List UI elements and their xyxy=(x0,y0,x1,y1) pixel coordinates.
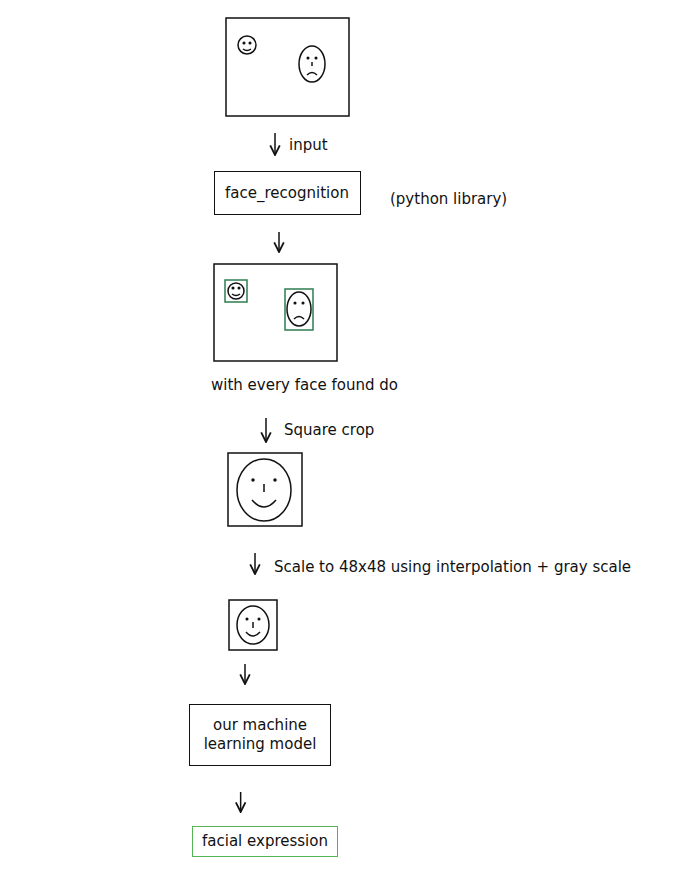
flow-arrow xyxy=(240,792,242,812)
step-label: Square crop xyxy=(282,421,376,439)
process-box: facial expression xyxy=(192,826,338,857)
scaled-face xyxy=(229,600,277,650)
cropped-face xyxy=(228,453,302,526)
flow-arrow xyxy=(274,133,276,155)
process-box: our machine learning model xyxy=(189,704,331,766)
step-label: with every face found do xyxy=(209,376,400,394)
flow-arrow xyxy=(265,418,267,442)
flow-arrow xyxy=(254,553,256,574)
flow-arrow xyxy=(278,232,280,252)
box-text: our machine learning model xyxy=(199,716,321,754)
process-box: face_recognition xyxy=(214,171,361,215)
step-label: Scale to 48x48 using interpolation + gra… xyxy=(272,558,633,576)
detected-image xyxy=(214,264,337,361)
step-label: input xyxy=(287,136,330,154)
flow-arrow xyxy=(244,664,246,684)
note: (python library) xyxy=(388,190,509,208)
box-text: facial expression xyxy=(202,832,328,851)
input-image xyxy=(226,18,349,116)
box-text: face_recognition xyxy=(225,184,349,203)
